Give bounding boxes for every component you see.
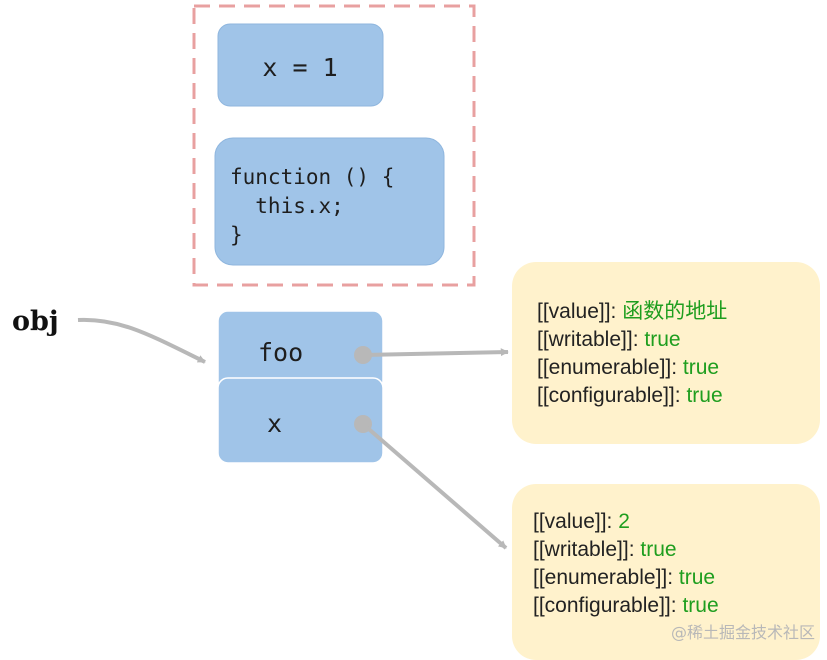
value-box: [217, 23, 384, 107]
prototype-dashed-border: [192, 4, 476, 287]
foo-descriptor-row: [[value]]: 函数的地址: [537, 300, 727, 323]
slot-x-box: [217, 377, 384, 464]
function-line-3: }: [230, 223, 243, 247]
prototype-group: x = 1 function () { this.x; }: [192, 4, 476, 287]
slot-x-key: x: [267, 409, 282, 438]
x-descriptor-row: [[writable]]: true: [533, 538, 677, 561]
obj-arrow: [77, 317, 206, 364]
value-box-text: x = 1: [262, 53, 337, 82]
x-descriptor: [[value]]: 2 [[writable]]: true [[enumer…: [512, 484, 820, 660]
foo-descriptor-row: [[enumerable]]: true: [537, 356, 719, 379]
x-descriptor-box: [512, 484, 820, 660]
foo-descriptor-row: [[configurable]]: true: [537, 384, 723, 407]
watermark: @稀土掘金技术社区: [671, 623, 815, 642]
x-descriptor-arrow: [361, 422, 508, 550]
foo-descriptor-row: [[writable]]: true: [537, 328, 681, 351]
obj-label: obj: [12, 306, 59, 337]
x-descriptor-row: [[enumerable]]: true: [533, 566, 715, 589]
slot-foo-key: foo: [258, 338, 303, 367]
object-box: foo x: [217, 310, 384, 464]
function-box: [214, 137, 445, 266]
x-descriptor-row: [[value]]: 2: [533, 510, 630, 533]
foo-descriptor-arrow: [362, 348, 509, 357]
x-descriptor-row: [[configurable]]: true: [533, 594, 719, 617]
foo-descriptor-box: [512, 262, 820, 444]
function-line-1: function () {: [230, 165, 394, 189]
function-line-2: this.x;: [230, 194, 344, 218]
foo-descriptor: [[value]]: 函数的地址 [[writable]]: true [[en…: [512, 262, 820, 444]
